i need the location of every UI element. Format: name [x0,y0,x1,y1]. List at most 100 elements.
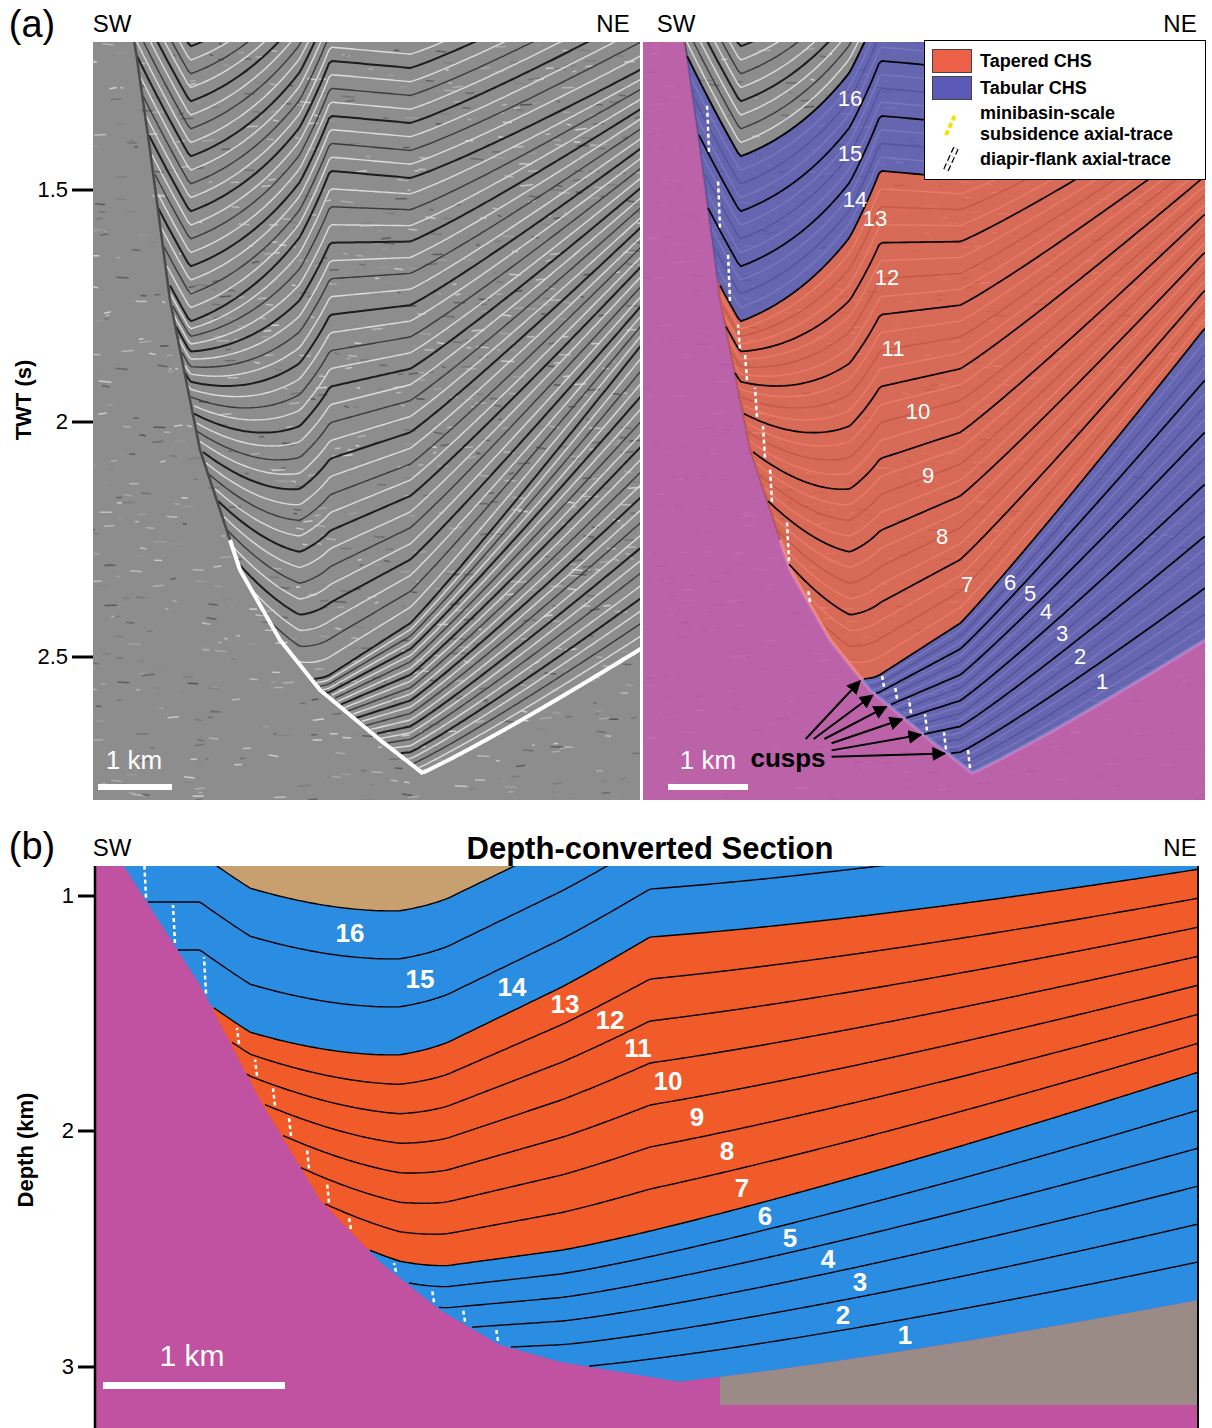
noise-dash [217,340,229,342]
noise-dash [546,67,554,69]
reflector [365,510,640,726]
noise-dash [168,371,174,373]
salt-flank-reflector [120,42,424,774]
noise-dash [426,80,434,82]
noise-dash [239,52,244,54]
noise-dash [228,640,232,642]
noise-dash [311,734,317,736]
noise-dash [191,386,196,387]
noise-dash [601,780,607,782]
noise-dash [130,570,142,572]
noise-dash [369,68,373,70]
noise-dash [115,636,124,638]
noise-dash [199,792,203,794]
noise-dash [405,690,411,692]
noise-dash [294,509,302,511]
noise-dash [453,283,457,285]
noise-dash [554,362,559,363]
noise-dash [312,699,319,700]
noise-dash [264,330,272,331]
noise-dash [194,744,204,746]
noise-dash [116,52,129,54]
noise-dash [604,544,611,546]
noise-dash [296,528,303,529]
noise-dash [271,324,279,326]
noise-dash [209,603,218,605]
noise-dash [508,791,513,793]
noise-dash [142,794,149,796]
noise-dash [196,285,209,287]
noise-dash [103,653,111,655]
noise-dash [343,253,347,254]
noise-dash [138,513,146,515]
noise-dash [139,234,146,236]
noise-dash [727,115,731,116]
noise-dash [231,182,239,184]
noise-dash [327,775,332,776]
noise-dash [408,373,418,374]
noise-dash [259,436,264,438]
noise-dash [94,533,99,534]
noise-dash [319,564,331,565]
noise-dash [496,281,503,282]
noise-dash [99,511,112,513]
noise-dash [378,746,382,748]
noise-dash [580,296,584,297]
noise-dash [167,516,178,518]
noise-dash [620,692,628,694]
noise-dash [249,608,257,610]
noise-dash [195,788,206,789]
noise-dash [562,87,574,89]
noise-dash [139,672,145,674]
noise-dash [627,80,637,81]
noise-dash [593,702,596,704]
noise-dash [371,771,383,773]
noise-dash [414,170,419,172]
reflector [347,458,640,711]
reflector [113,42,440,115]
noise-dash [789,92,793,94]
noise-dash [126,448,129,450]
noise-dash [272,469,285,470]
noise-dash [150,290,160,292]
noise-dash [154,559,162,561]
noise-dash [236,635,240,637]
noise-dash [498,215,502,216]
noise-dash [637,222,640,223]
noise-dash [375,537,386,538]
noise-dash [536,728,546,729]
noise-dash [190,83,197,84]
noise-dash [827,88,831,90]
noise-dash [394,268,403,269]
noise-dash [387,212,395,214]
noise-dash [528,78,540,79]
noise-dash [553,712,560,714]
noise-dash [123,502,135,504]
noise-dash [604,605,611,607]
reflector [140,42,305,60]
noise-dash [503,315,512,316]
noise-dash [378,267,390,268]
noise-dash [105,494,114,496]
noise-dash [142,674,154,675]
reflector [125,42,320,87]
noise-dash [310,316,314,317]
noise-dash [266,457,274,458]
noise-dash [520,199,532,201]
reflector [170,72,640,329]
noise-dash [396,392,401,394]
reflector [314,328,640,679]
noise-dash [433,452,436,453]
noise-dash [205,758,208,760]
noise-dash [196,798,202,800]
noise-dash [243,747,251,749]
noise-dash [123,597,131,599]
noise-dash [348,355,357,357]
noise-dash [622,504,632,506]
noise-dash [541,313,545,315]
noise-dash [232,698,240,700]
noise-dash [258,298,267,299]
noise-dash [612,798,619,800]
noise-dash [241,273,248,275]
reflector [254,300,640,631]
